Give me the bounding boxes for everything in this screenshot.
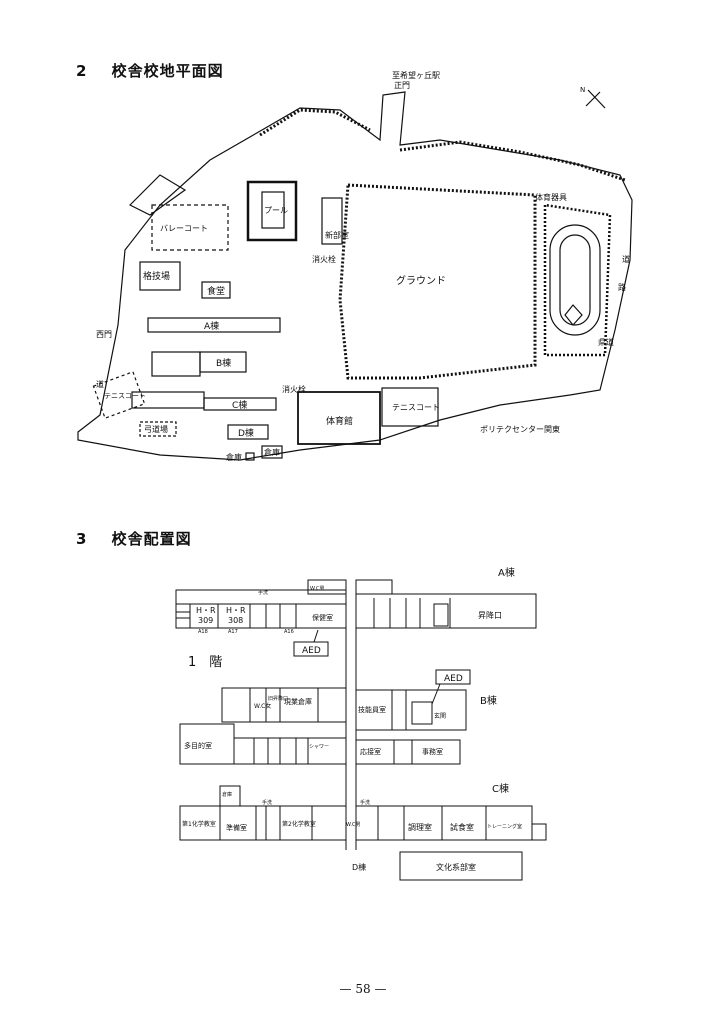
volleyball-label: バレーコート [160,224,208,233]
page-number: — 58 — [339,982,387,996]
site-map: 至希望ヶ丘駅 正門 N プール バレーコート 格技場 新部室 消火栓 消火栓 グ… [77,70,633,462]
wash-1: 手洗 [258,589,268,596]
skill-staff-label: 技能員室 [358,705,386,714]
shoe-entrance-label: 昇降口 [478,610,502,620]
storage-small-label: 倉庫 [222,791,232,798]
b-bldg-label: B棟 [480,694,497,707]
office-label: 事務室 [422,747,443,756]
food-test-label: 試食室 [450,822,474,832]
section2-heading: 2 校舎校地平面図 [76,60,224,81]
polytech-label: ポリテクセンター関東 [480,424,560,434]
bldg-a-label: A棟 [204,320,219,332]
culture-club-label: 文化系部室 [436,862,476,872]
hydrant-2: 消火栓 [282,384,306,394]
pe-equipment-label: 体育器具 [535,192,567,202]
section2-number: 2 [76,62,88,80]
hr309-label: H・R [196,606,216,615]
entrance-label: 玄関 [434,712,446,720]
wc-2: W.C女 [254,702,271,710]
section3-title: 校舎配置図 [111,530,192,548]
c-bldg-label: C棟 [492,782,509,795]
tennis-label: テニスコート [392,403,440,412]
archery-label: 弓道場 [144,424,168,434]
cafeteria-label: 食堂 [207,285,225,297]
health-room-label: 保健室 [312,613,333,622]
road-right-3: 県道 [598,337,614,347]
wc-1: W.C男 [310,586,324,592]
bldg-c-label: C棟 [232,399,247,411]
floor-label: 1 階 [188,655,222,670]
chem1-label: 第1化学教室 [182,820,216,828]
reception-label: 応接室 [360,747,381,756]
current-storage-label: 現業倉庫 [284,697,312,706]
road-left-label: 道 [96,379,104,389]
aed-2: AED [444,674,463,684]
shower-label: シャワー [309,744,329,750]
west-gate-label: 西門 [96,330,112,339]
ground-label: グラウンド [396,274,446,287]
chem2-label: 第2化学教室 [282,820,316,828]
section3-number: 3 [76,530,88,548]
training-label: トレーニング室 [487,823,522,830]
bldg-b-label: B棟 [216,357,231,369]
warehouse-1-label: 倉庫 [226,452,242,462]
section2-title: 校舎校地平面図 [111,62,224,80]
a-bldg-label: A棟 [498,566,515,579]
section3-heading: 3 校舎配置図 [76,528,192,549]
a18-label: A18 [198,629,208,635]
hr309-number: 309 [198,616,213,625]
wash-2: 手洗 [262,799,272,806]
gate-label-1: 至希望ヶ丘駅 [392,70,440,80]
multipurpose-label: 多目的室 [184,741,212,750]
a16-label: A16 [284,629,294,635]
wc-3: W.C男 [346,822,360,828]
d-bldg-label: D棟 [352,862,366,872]
wash-3: 手洗 [360,799,370,806]
pool-label: プール [264,206,288,215]
cooking-label: 調理室 [408,822,432,832]
gate-label-2: 正門 [394,81,410,90]
aed-1: AED [302,646,321,656]
north-mark: N [580,86,585,94]
a17-label: A17 [228,629,238,635]
martial-arts-label: 格技場 [143,270,170,282]
prep-label: 準備室 [226,823,247,832]
hr308-label: H・R [226,606,246,615]
road-right-1: 道 [622,254,630,264]
hr308-number: 308 [228,616,243,625]
tennis-left-label: テニスコート [104,392,146,400]
road-right-2: 路 [618,282,626,292]
gym-label: 体育館 [326,415,353,427]
bldg-d-label: D棟 [238,427,254,439]
old-shoe-label: 旧昇降口 [268,695,288,702]
warehouse-2-label: 倉庫 [264,447,280,457]
new-club-label: 新部室 [325,230,349,240]
hydrant-1: 消火栓 [312,254,336,264]
